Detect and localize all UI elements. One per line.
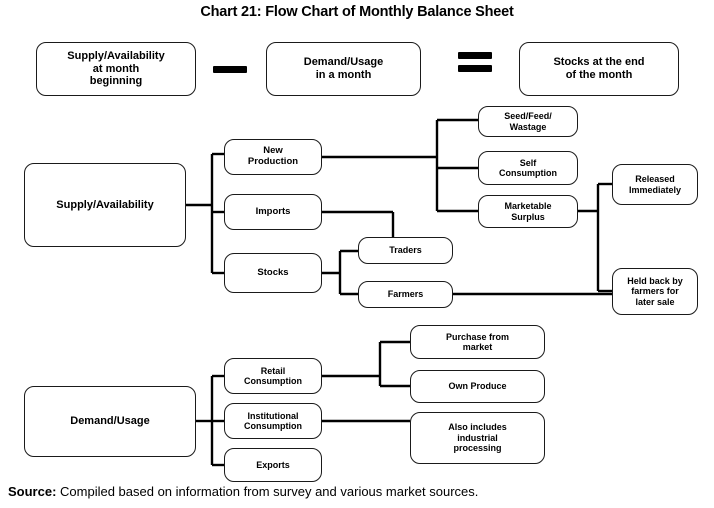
source-label: Source: — [8, 484, 57, 499]
source-text: Compiled based on information from surve… — [56, 484, 479, 499]
box-stocks-end-of-month: Stocks at the end of the month — [519, 42, 679, 96]
box-self-consumption: Self Consumption — [478, 151, 578, 185]
box-farmers: Farmers — [358, 281, 453, 308]
box-own-produce: Own Produce — [410, 370, 545, 403]
minus-icon — [213, 60, 247, 80]
box-traders: Traders — [358, 237, 453, 264]
box-supply-at-month-beginning: Supply/Availability at month beginning — [36, 42, 196, 96]
equals-icon — [458, 52, 492, 82]
box-imports: Imports — [224, 194, 322, 230]
source-note: Source: Compiled based on information fr… — [8, 484, 478, 499]
page-title: Chart 21: Flow Chart of Monthly Balance … — [200, 4, 514, 20]
box-institutional-consumption: Institutional Consumption — [224, 403, 322, 439]
box-released-immediately: Released Immediately — [612, 164, 698, 205]
box-purchase-from-market: Purchase from market — [410, 325, 545, 359]
box-seed-feed-wastage: Seed/Feed/ Wastage — [478, 106, 578, 137]
box-marketable-surplus: Marketable Surplus — [478, 195, 578, 228]
box-new-production: New Production — [224, 139, 322, 175]
box-held-back-by-farmers: Held back by farmers for later sale — [612, 268, 698, 315]
box-exports: Exports — [224, 448, 322, 482]
box-stocks: Stocks — [224, 253, 322, 293]
box-supply-availability-root: Supply/Availability — [24, 163, 186, 247]
box-retail-consumption: Retail Consumption — [224, 358, 322, 394]
box-demand-usage-root: Demand/Usage — [24, 386, 196, 457]
box-demand-in-a-month: Demand/Usage in a month — [266, 42, 421, 96]
box-also-includes-industrial-processing: Also includes industrial processing — [410, 412, 545, 464]
